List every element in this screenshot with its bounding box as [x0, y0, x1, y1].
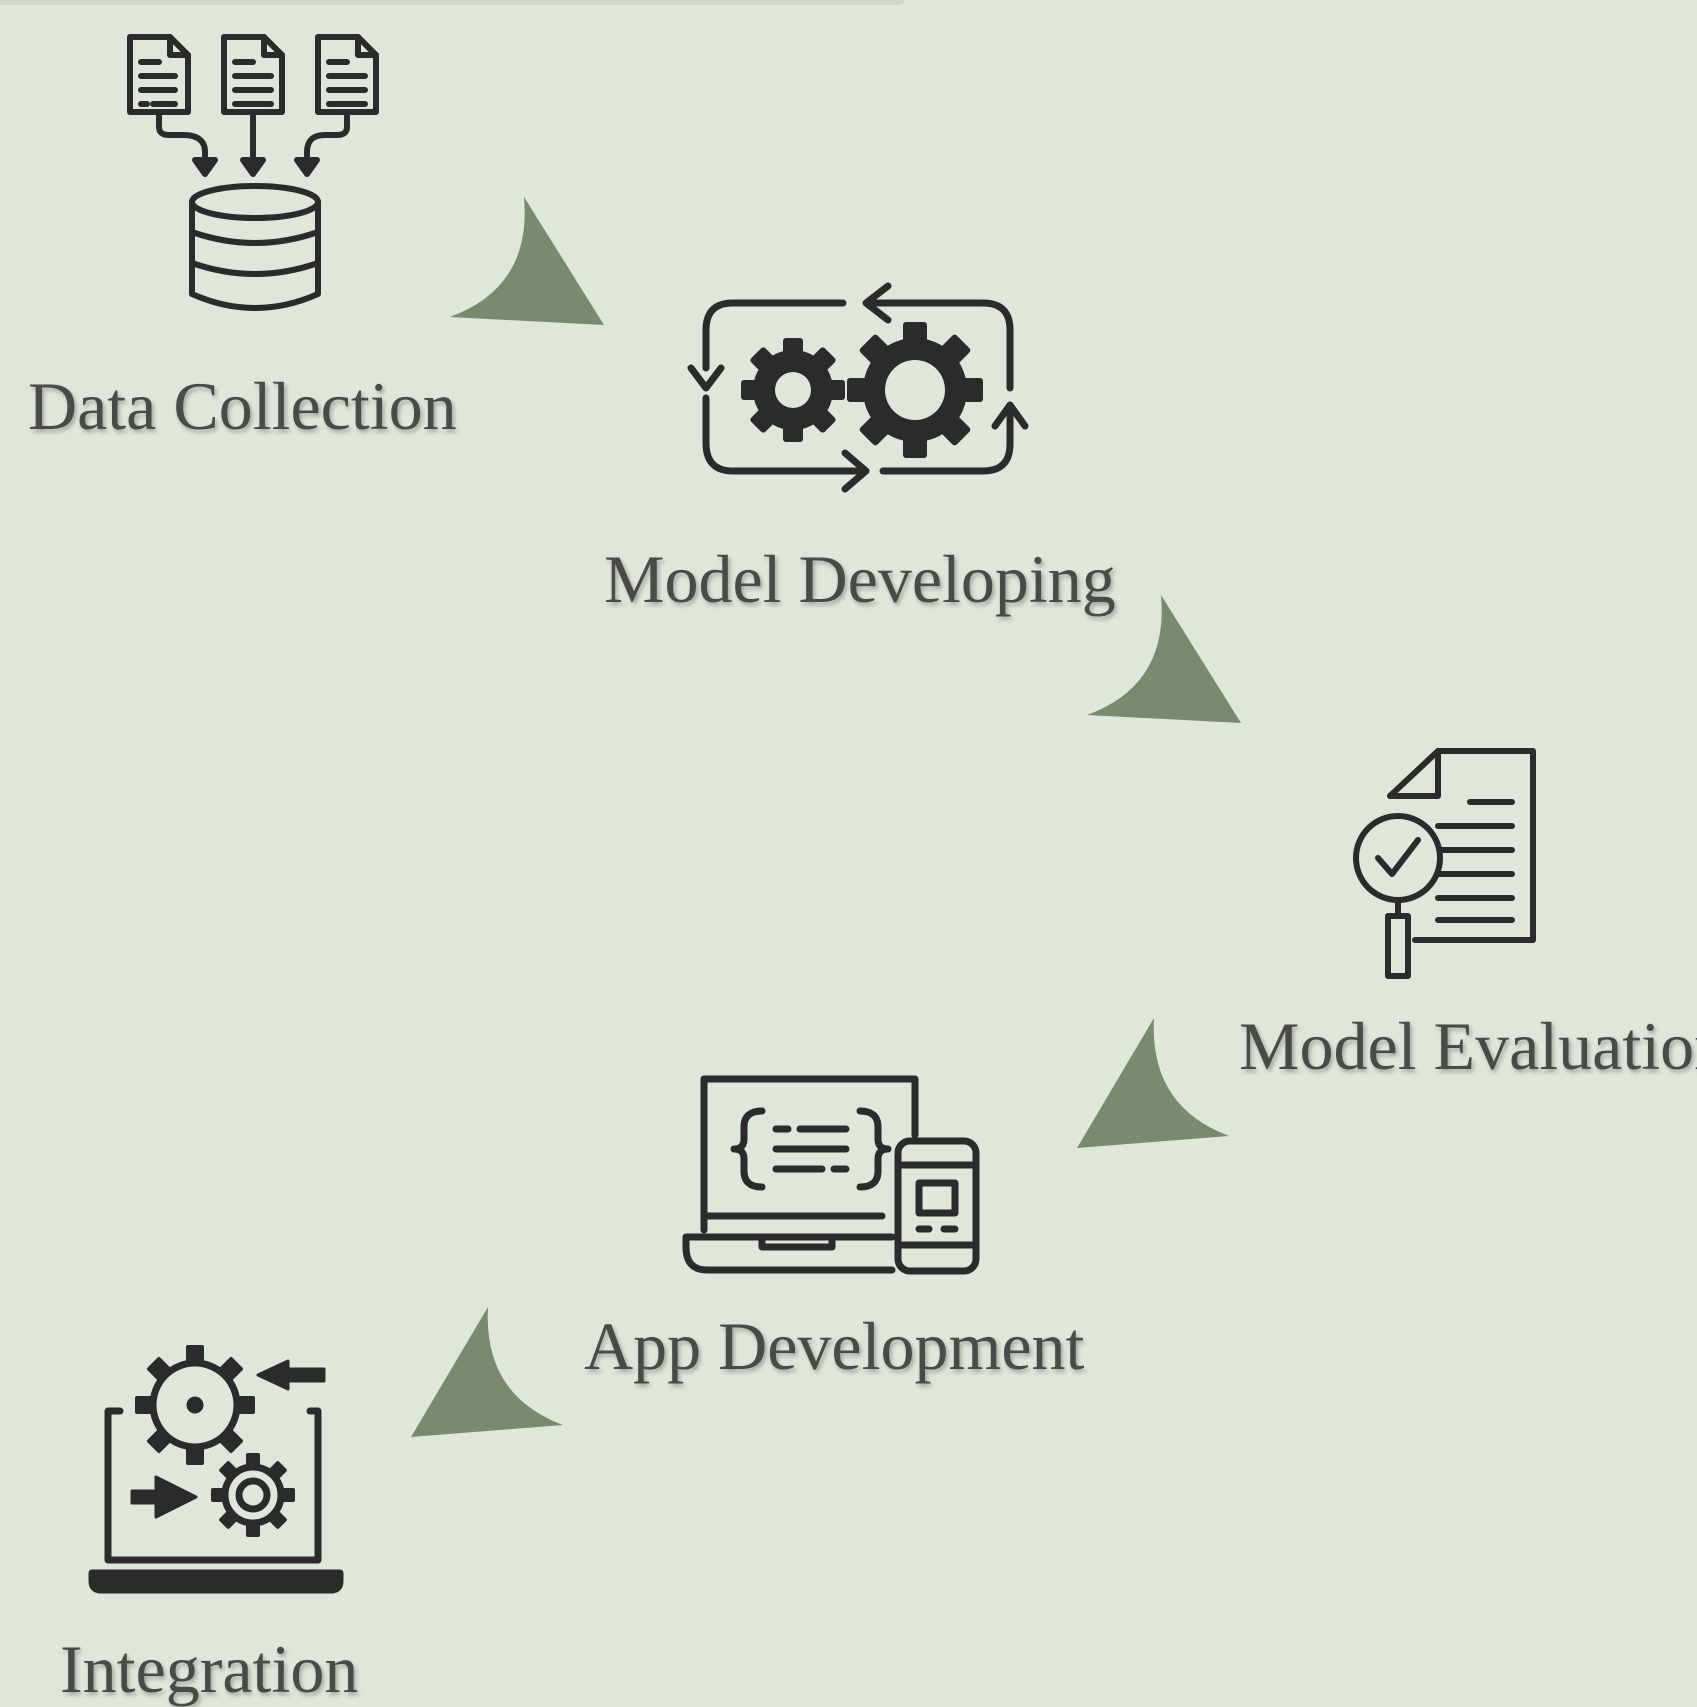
- stage-label: Model Developing: [604, 541, 1116, 617]
- flow-arrow: [1077, 1018, 1237, 1153]
- stage-label: Integration: [60, 1631, 359, 1707]
- top-band: [0, 0, 905, 5]
- stage-label: Data Collection: [28, 368, 457, 444]
- document-magnifier-check-icon: [1350, 748, 1550, 988]
- flow-arrow: [1087, 595, 1247, 730]
- stage-label: App Development: [584, 1308, 1085, 1384]
- documents-to-database-icon: [125, 32, 385, 322]
- laptop-gears-integration-icon: [88, 1345, 348, 1595]
- flow-arrow: [411, 1307, 571, 1442]
- flow-arrow: [450, 197, 610, 332]
- laptop-code-mobile-icon: [682, 1075, 982, 1280]
- stage-label: Model Evaluation: [1239, 1008, 1697, 1084]
- gears-cycle-icon: [683, 278, 1043, 498]
